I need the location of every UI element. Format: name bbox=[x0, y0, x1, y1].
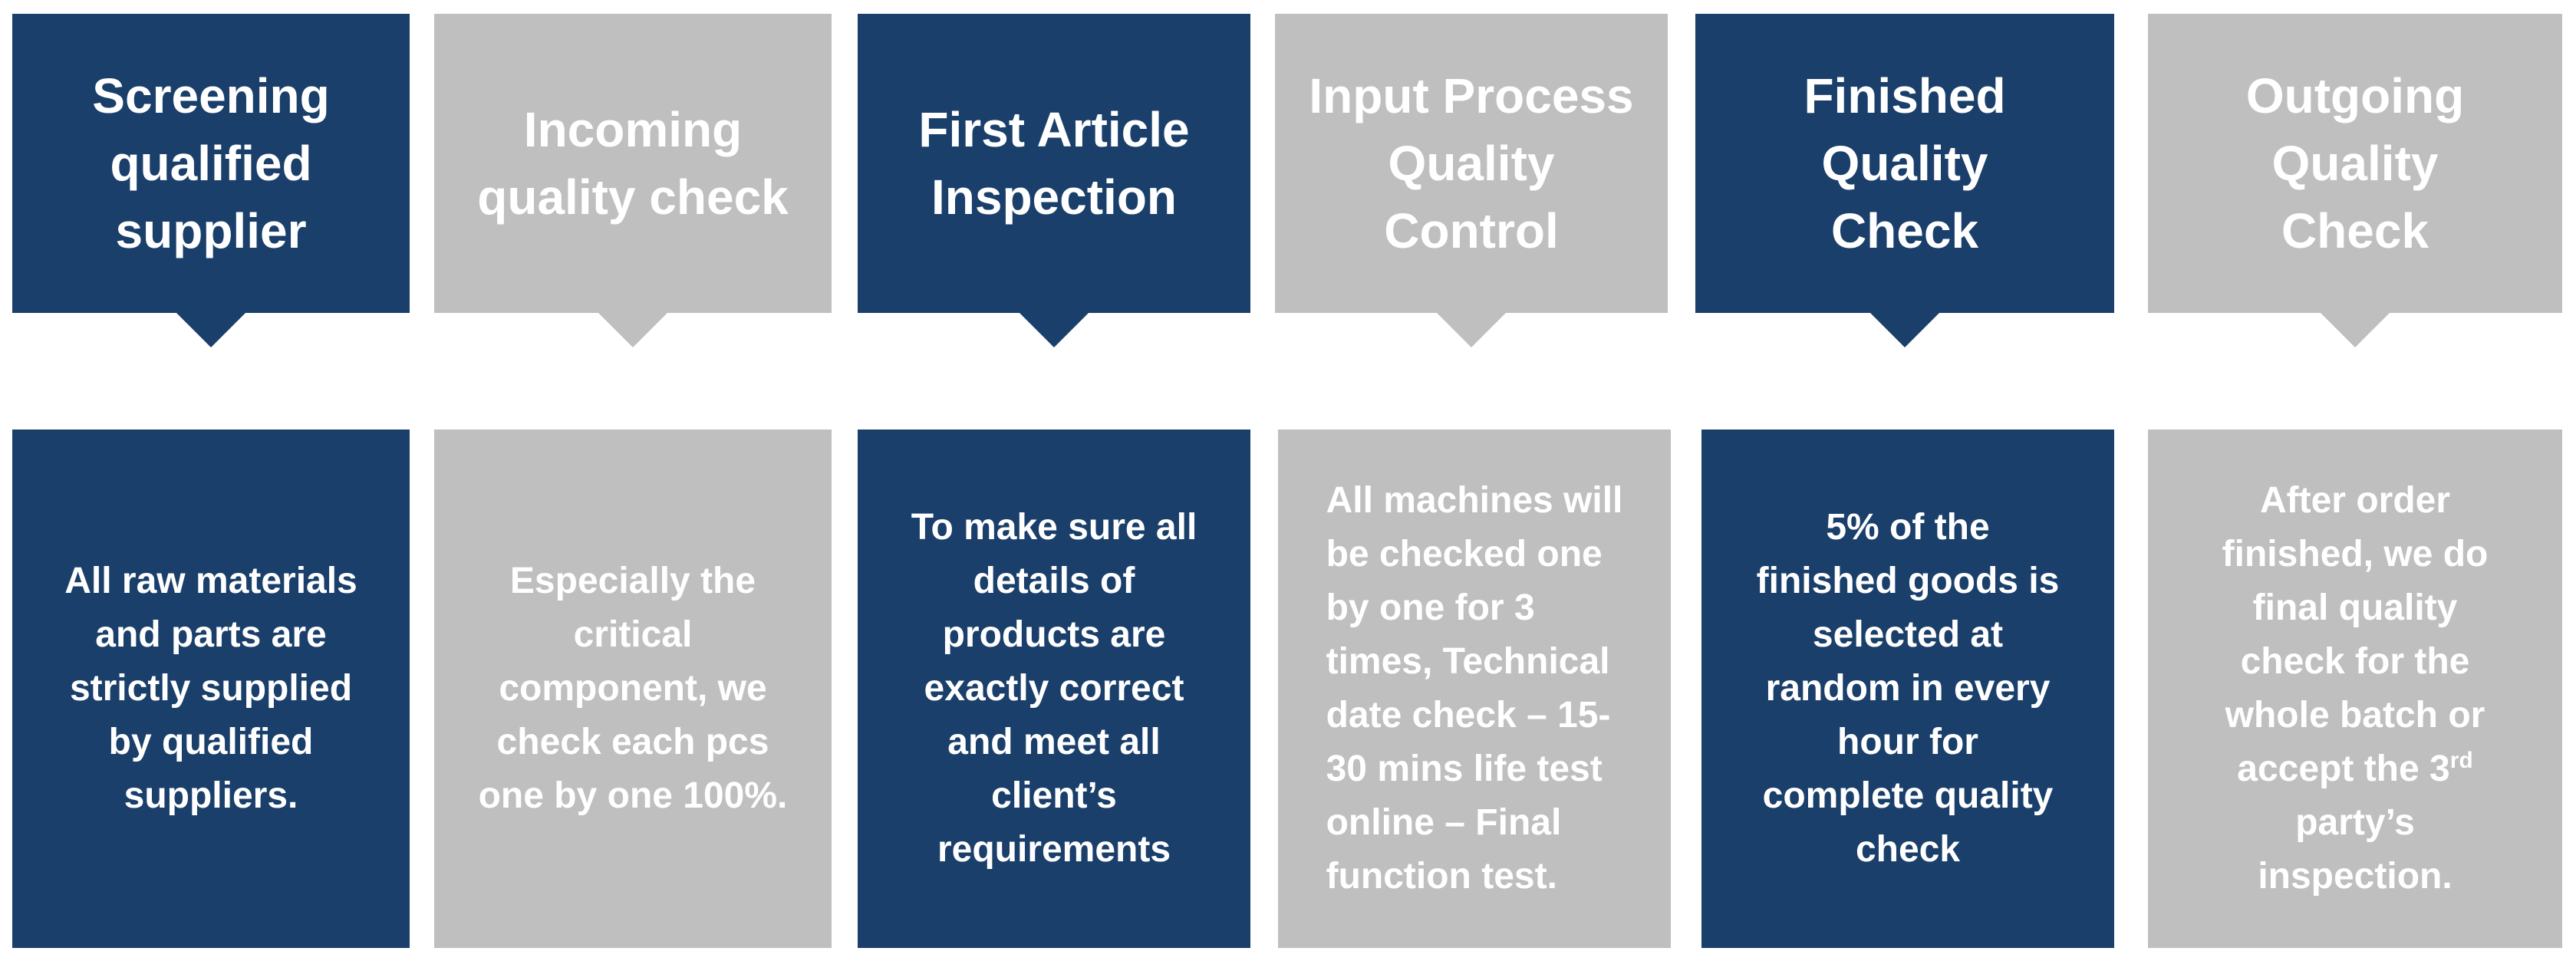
step-2-header: Incoming quality check bbox=[434, 14, 832, 313]
step-5-description-box: 5% of the finished goods is selected at … bbox=[1701, 429, 2114, 948]
step-6-description-box: After order finished, we do final qualit… bbox=[2148, 429, 2562, 948]
step-1-header: Screening qualified supplier bbox=[12, 14, 410, 313]
step-4-header: Input Process Quality Control bbox=[1275, 14, 1668, 313]
step-6-description: After order finished, we do final qualit… bbox=[2222, 474, 2489, 903]
step-6-description-main: After order finished, we do final qualit… bbox=[2222, 480, 2489, 789]
step-4-description: All machines will be checked one by one … bbox=[1326, 480, 1623, 897]
step-6-header: Outgoing Quality Check bbox=[2148, 14, 2562, 313]
step-1-pointer bbox=[176, 312, 246, 347]
step-1-title: Screening qualified supplier bbox=[92, 68, 330, 258]
step-2-title: Incoming quality check bbox=[477, 102, 789, 225]
step-5-title: Finished Quality Check bbox=[1804, 68, 2006, 258]
step-6-title: Outgoing Quality Check bbox=[2245, 68, 2465, 258]
step-1-description-box: All raw materials and parts are strictly… bbox=[12, 429, 410, 948]
step-3-description: To make sure all details of products are… bbox=[911, 507, 1197, 870]
step-6-pointer bbox=[2320, 312, 2390, 347]
step-5-description: 5% of the finished goods is selected at … bbox=[1756, 507, 2060, 870]
step-3-description-box: To make sure all details of products are… bbox=[858, 429, 1250, 948]
step-2-description-box: Especially the critical component, we ch… bbox=[434, 429, 832, 948]
step-6-description-tail: party’s inspection. bbox=[2258, 802, 2452, 897]
step-3-title: First Article Inspection bbox=[918, 102, 1190, 225]
step-3-pointer bbox=[1019, 312, 1089, 347]
step-3-header: First Article Inspection bbox=[858, 14, 1250, 313]
step-4-pointer bbox=[1436, 312, 1507, 347]
step-6-description-superscript: rd bbox=[2449, 748, 2473, 773]
step-5-header: Finished Quality Check bbox=[1695, 14, 2114, 313]
step-5-pointer bbox=[1869, 312, 1940, 347]
step-2-pointer bbox=[598, 312, 668, 347]
step-4-title: Input Process Quality Control bbox=[1309, 68, 1634, 258]
step-1-description: All raw materials and parts are strictly… bbox=[64, 561, 357, 816]
step-2-description: Especially the critical component, we ch… bbox=[478, 561, 788, 816]
step-4-description-box: All machines will be checked one by one … bbox=[1278, 429, 1671, 948]
